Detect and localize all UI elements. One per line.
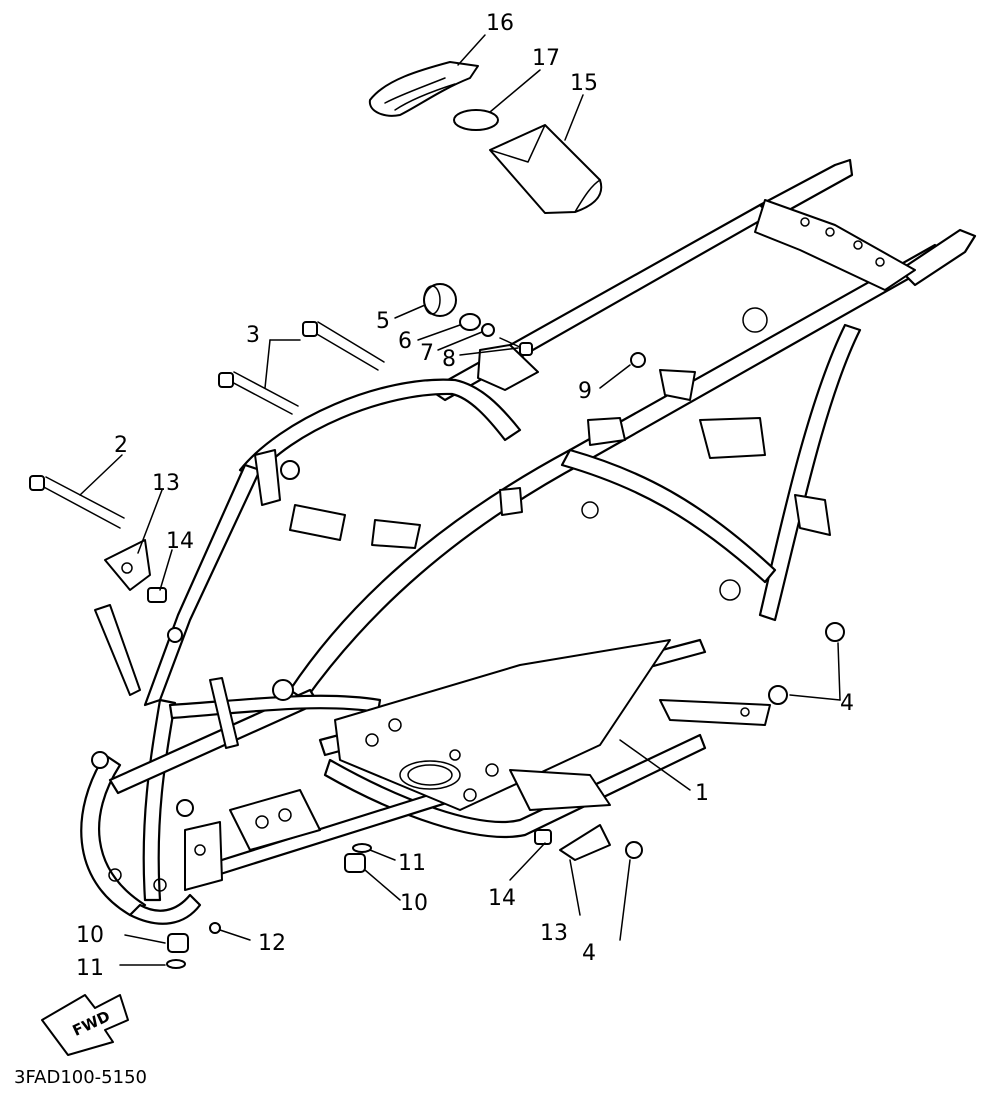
callout-17: 17 bbox=[532, 46, 560, 71]
part-15-pouch bbox=[489, 124, 603, 214]
leader-lines bbox=[79, 34, 841, 966]
part-7-washer bbox=[481, 323, 495, 337]
part-3-bolts bbox=[218, 321, 385, 415]
part-4-nuts bbox=[625, 622, 845, 859]
callout-14-upper: 14 bbox=[166, 529, 194, 554]
callout-16: 16 bbox=[486, 11, 514, 36]
part-2-bolt bbox=[29, 475, 125, 529]
callout-labels: 16 17 15 3 2 13 14 5 6 7 8 9 4 1 11 10 1… bbox=[76, 11, 854, 981]
callout-12: 12 bbox=[258, 931, 286, 956]
part-8-bolt bbox=[499, 337, 533, 356]
callout-2: 2 bbox=[114, 433, 128, 458]
callout-1: 1 bbox=[695, 781, 709, 806]
part-9-nut bbox=[630, 352, 646, 368]
main-frame bbox=[80, 158, 977, 925]
part-10-dampers bbox=[167, 853, 366, 953]
callout-11-lower: 11 bbox=[76, 956, 104, 981]
callout-8: 8 bbox=[442, 347, 456, 372]
fwd-arrow-icon: FWD bbox=[41, 994, 129, 1056]
callout-3: 3 bbox=[246, 323, 260, 348]
part-16-pad bbox=[368, 61, 479, 117]
callout-4-right: 4 bbox=[840, 691, 854, 716]
part-12-screw bbox=[209, 922, 221, 934]
part-5-bushing bbox=[423, 283, 457, 317]
callout-7: 7 bbox=[420, 341, 434, 366]
callout-4-lower: 4 bbox=[582, 941, 596, 966]
callout-11-middle: 11 bbox=[398, 851, 426, 876]
diagram-code: 3FAD100-5150 bbox=[14, 1067, 147, 1088]
callout-5: 5 bbox=[376, 309, 390, 334]
part-6-collar bbox=[459, 313, 481, 331]
callout-6: 6 bbox=[398, 329, 412, 354]
callout-10-middle: 10 bbox=[400, 891, 428, 916]
callout-13-upper: 13 bbox=[152, 471, 180, 496]
callout-13-lower: 13 bbox=[540, 921, 568, 946]
callout-9: 9 bbox=[578, 379, 592, 404]
callout-10-lower: 10 bbox=[76, 923, 104, 948]
callout-14-lower: 14 bbox=[488, 886, 516, 911]
part-11-washers bbox=[166, 843, 372, 969]
callout-15: 15 bbox=[570, 71, 598, 96]
part-14-bolts bbox=[147, 587, 552, 845]
part-17-disc bbox=[453, 109, 499, 131]
